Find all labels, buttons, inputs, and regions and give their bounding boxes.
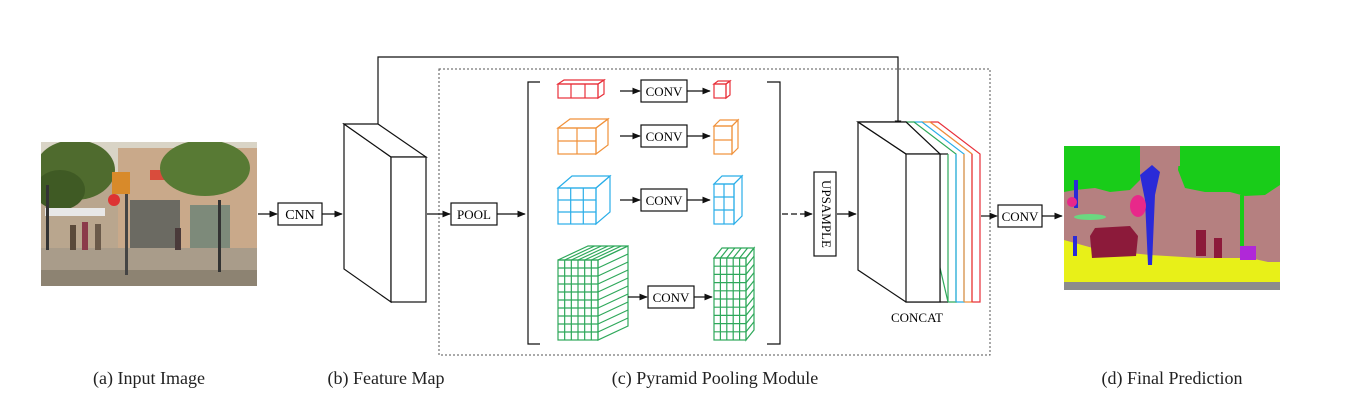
pool-label: POOL xyxy=(457,207,491,222)
pyramid-module-frame xyxy=(438,68,991,356)
input-image xyxy=(41,142,257,286)
caption-pyramid-pooling-module: (c) Pyramid Pooling Module xyxy=(612,368,818,389)
concat-block xyxy=(856,121,981,303)
conv-label-final: CONV xyxy=(1002,209,1039,224)
pool-level-1 xyxy=(556,78,732,100)
final-prediction-map xyxy=(1064,146,1280,290)
pool-level-4 xyxy=(557,245,756,342)
upsample-label: UPSAMPLE xyxy=(819,180,834,248)
cnn-label: CNN xyxy=(285,208,315,223)
pool-level-3 xyxy=(556,174,744,226)
pool-level-2 xyxy=(556,117,740,156)
conv-label-2: CONV xyxy=(646,129,683,144)
caption-input-image: (a) Input Image xyxy=(93,368,205,389)
caption-feature-map: (b) Feature Map xyxy=(328,368,445,389)
conv-label-4: CONV xyxy=(653,290,690,305)
skip-connection xyxy=(377,56,902,129)
conv-label-3: CONV xyxy=(646,193,683,208)
feature-map-block xyxy=(342,122,428,304)
conv-label-1: CONV xyxy=(646,84,683,99)
caption-final-prediction: (d) Final Prediction xyxy=(1102,368,1243,389)
concat-label: CONCAT xyxy=(891,310,943,325)
